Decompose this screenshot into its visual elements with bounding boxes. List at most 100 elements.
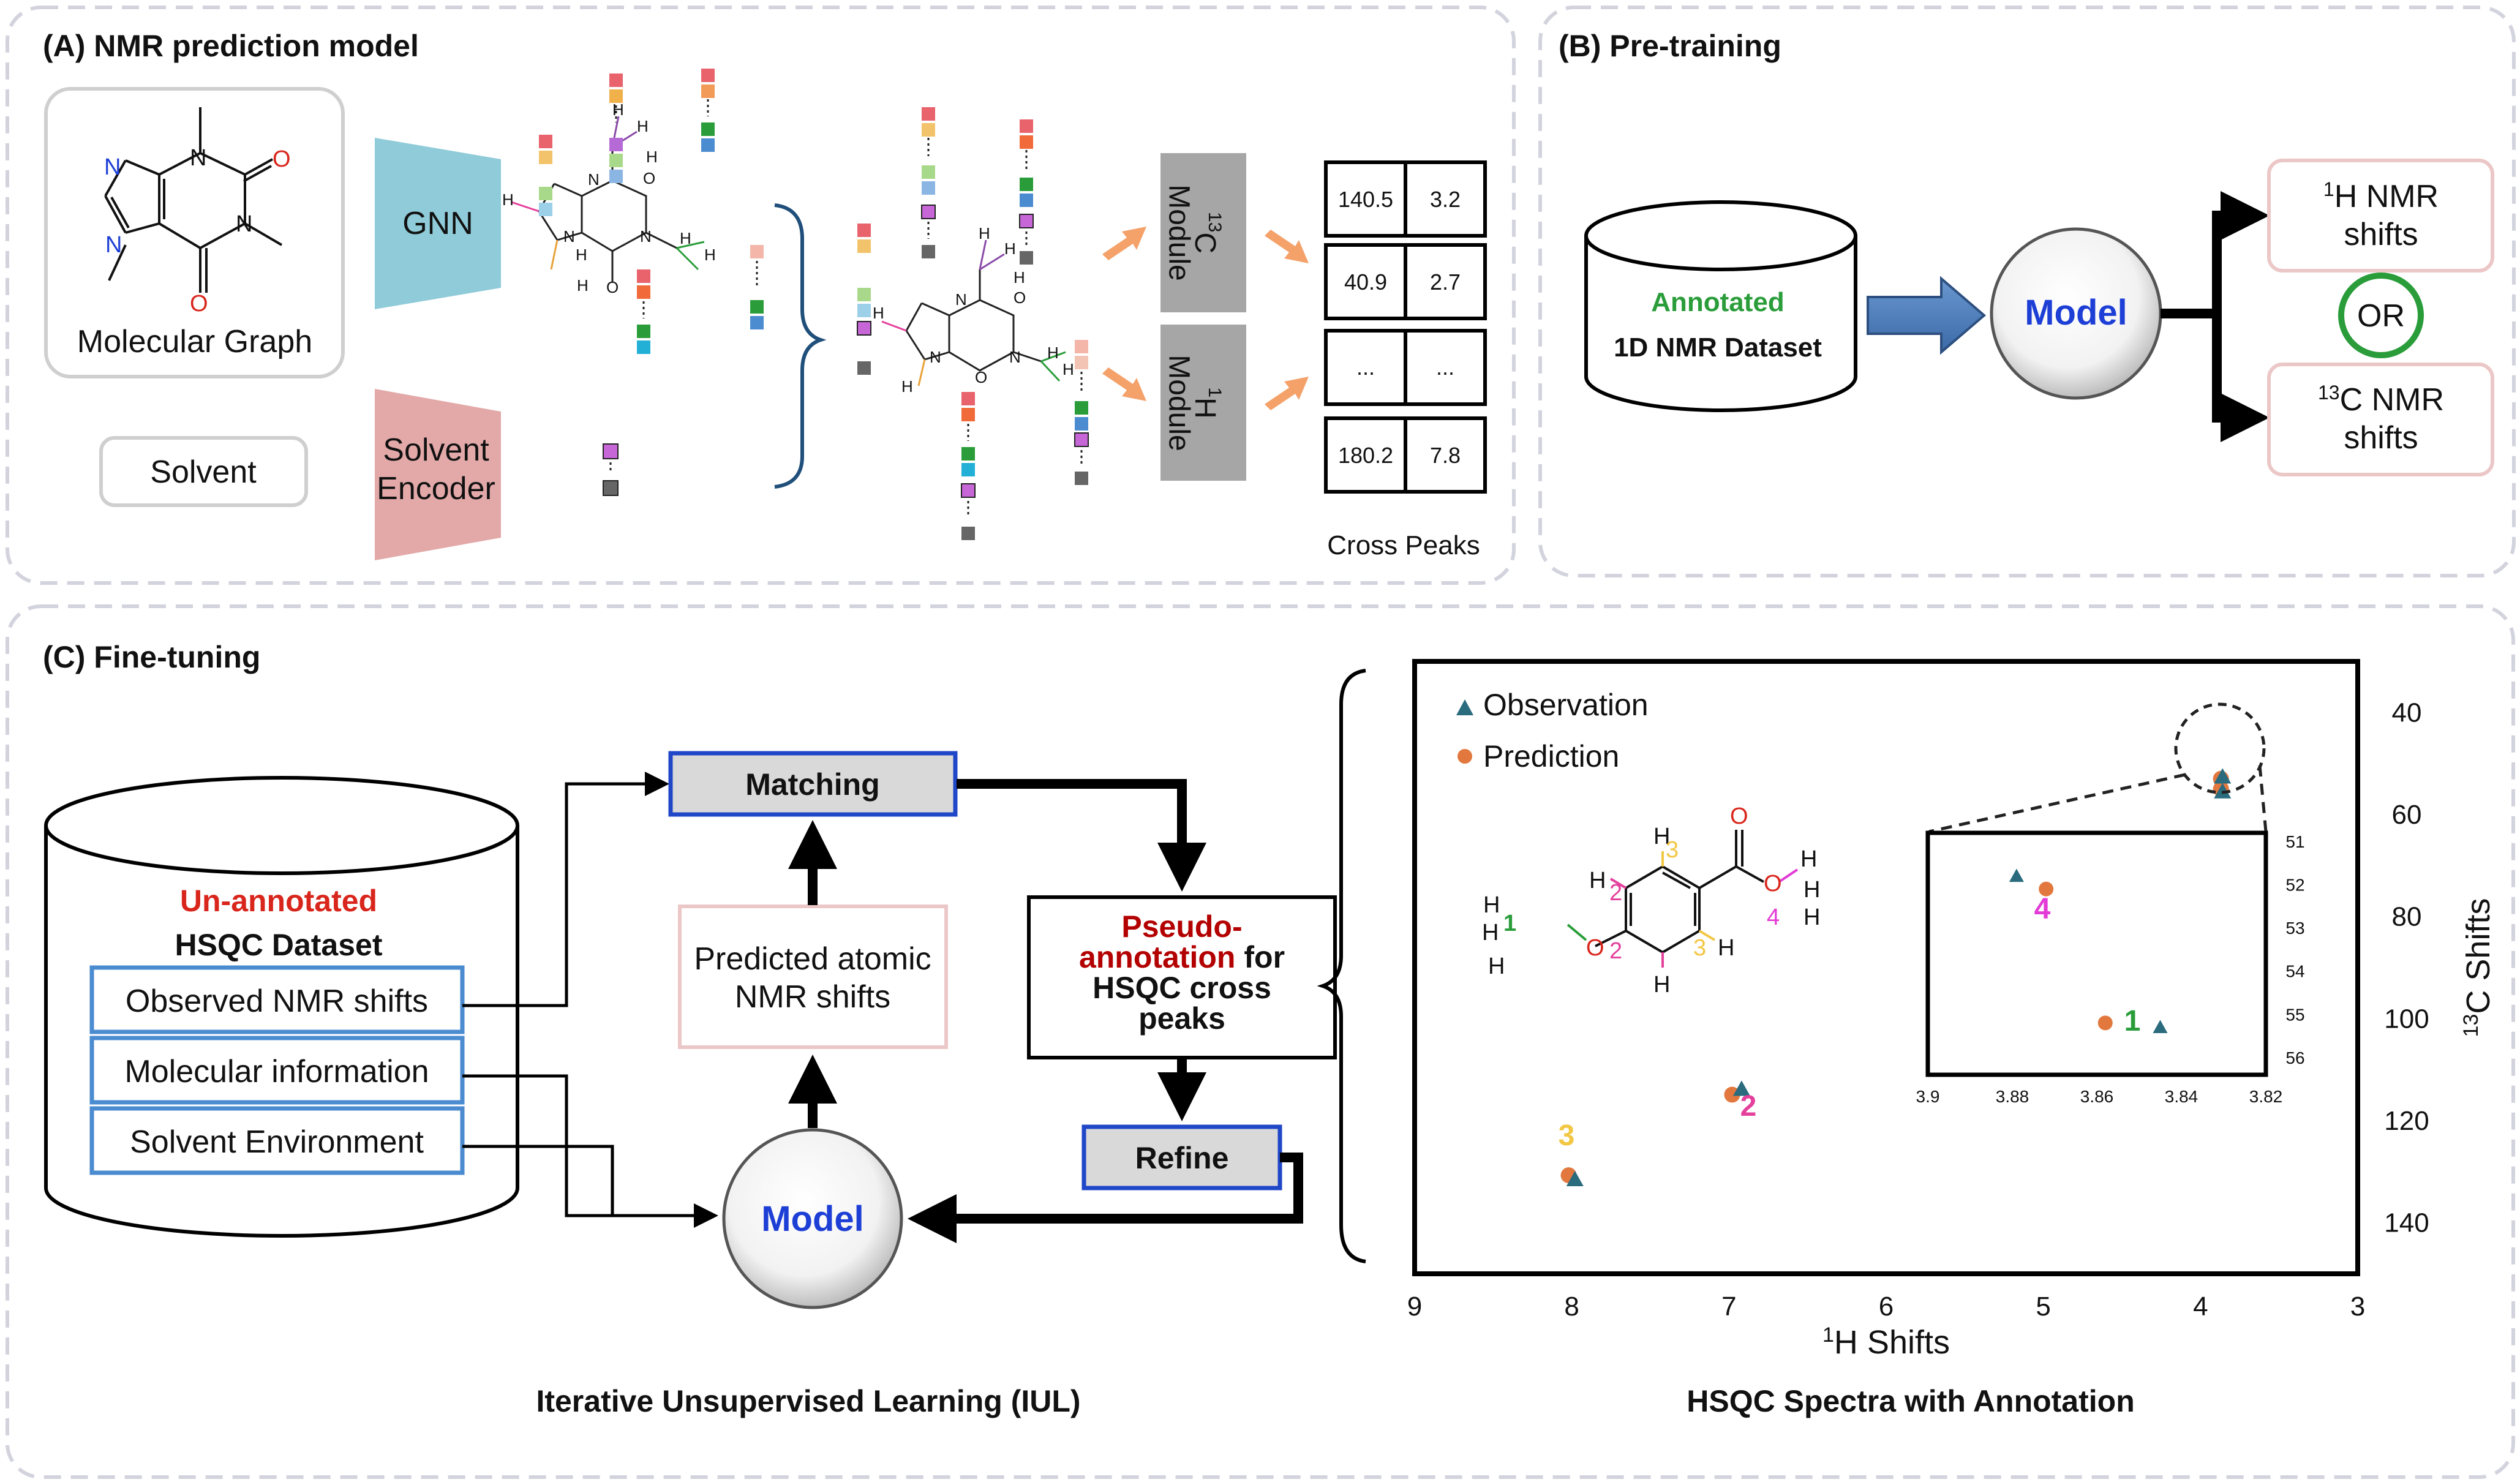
observation-point: [2214, 783, 2232, 799]
svg-text:H: H: [1004, 239, 1016, 258]
unannotated-label: Un-annotated: [180, 884, 377, 918]
c-module-block: 13C Module: [1160, 153, 1246, 312]
panel-c-frame: [6, 604, 2515, 1479]
inset-plot-area: [1925, 830, 2268, 1077]
feature-stacks-2: [857, 107, 1089, 540]
x-tick-label: 6: [1879, 1292, 1894, 1322]
svg-text:H: H: [1014, 268, 1025, 287]
svg-text:H: H: [1483, 892, 1500, 918]
y-tick-label: 80: [2392, 902, 2422, 932]
pseudo-label-3: HSQC cross: [1093, 971, 1271, 1005]
refine-label: Refine: [1135, 1141, 1229, 1175]
x-tick-label: 5: [2036, 1292, 2050, 1322]
y-tick-label: 140: [2384, 1208, 2429, 1238]
legend-prediction-marker: [1457, 749, 1472, 764]
observation-point: [1732, 1080, 1750, 1096]
h-nmr-shifts: shifts: [2344, 217, 2418, 252]
zoom-circle: [2174, 702, 2266, 794]
atom-n1: N: [190, 145, 206, 171]
hsqc-dataset-cylinder: Un-annotated HSQC Dataset Observed NMR s…: [44, 776, 519, 1238]
c-module-sup: 13: [1205, 212, 1225, 232]
svg-text:annotation for: annotation for: [1079, 940, 1285, 974]
svg-text:N: N: [588, 170, 600, 189]
molecular-info-box: [89, 1036, 465, 1105]
hsqc-dataset-label: HSQC Dataset: [175, 928, 383, 962]
gnn-label: GNN: [402, 206, 473, 241]
dataset-label: 1D NMR Dataset: [1614, 333, 1822, 363]
svg-text:O: O: [1014, 288, 1026, 307]
orange-arrows: [1102, 227, 1309, 410]
blue-arrow-icon: [1867, 276, 1987, 355]
svg-text:H: H: [873, 304, 884, 322]
inset-y-tick-label: 55: [2285, 1005, 2304, 1024]
y-axis-label-sup: 13: [2459, 1014, 2483, 1037]
inset-points: [2009, 868, 2168, 1034]
svg-text:H: H: [576, 246, 587, 264]
inset-x-tick-label: 3.88: [1996, 1087, 2029, 1106]
table-cell: 2.7: [1430, 269, 1461, 295]
model-sphere-b: Model: [1990, 227, 2162, 400]
svg-text:H: H: [637, 117, 649, 135]
svg-text:H: H: [1063, 360, 1074, 378]
atom-o6: O: [190, 291, 208, 317]
svg-text:H: H: [502, 190, 514, 209]
svg-text:H: H: [680, 229, 691, 247]
svg-text:N: N: [1009, 348, 1021, 366]
observed-shifts-box: [89, 965, 465, 1034]
panel-b-title: (B) Pre-training: [1559, 29, 1781, 63]
svg-text:H: H: [901, 377, 913, 396]
svg-text:2: 2: [1609, 880, 1622, 906]
observation-point: [2214, 768, 2232, 784]
table-cell: 7.8: [1430, 443, 1461, 468]
solvent-box: Solvent: [99, 436, 308, 507]
x-tick-label: 7: [1721, 1292, 1736, 1322]
table-cell: 140.5: [1338, 187, 1393, 212]
svg-text:H: H: [1488, 954, 1505, 979]
observation-point: [1566, 1170, 1584, 1187]
atom-n9: N: [105, 232, 122, 258]
molecular-info-label: Molecular information: [124, 1054, 429, 1089]
svg-text:H: H: [612, 100, 624, 119]
inset-observation-point: [2153, 1020, 2168, 1034]
table-cell: ...: [1436, 355, 1454, 380]
solvent-encoder-label-2: Encoder: [377, 471, 495, 506]
svg-text:1H NMR: 1H NMR: [2323, 178, 2439, 214]
inset-label-4: 4: [2034, 893, 2051, 925]
legend-prediction-label: Prediction: [1483, 739, 1619, 773]
h-nmr-shifts-box: 1H NMR shifts: [2267, 159, 2494, 273]
iul-caption: Iterative Unsupervised Learning (IUL): [536, 1384, 1080, 1418]
molecular-graph-label: Molecular Graph: [77, 324, 312, 359]
svg-text:H: H: [577, 276, 589, 295]
x-tick-label: 4: [2193, 1292, 2208, 1322]
svg-text:H: H: [1800, 846, 1817, 872]
inset-x-tick-label: 3.9: [1916, 1087, 1940, 1106]
fork-arrows: [2161, 191, 2270, 442]
h-nmr-sup: 1: [2323, 178, 2334, 200]
atom-n7: N: [104, 154, 121, 180]
inset-y-tick-label: 56: [2285, 1048, 2304, 1067]
pseudo-label-2: annotation: [1079, 940, 1236, 974]
pseudo-label-4: peaks: [1138, 1001, 1225, 1036]
cross-peaks-table: 140.5 3.2 40.9 2.7 ... ... 180.2 7.8: [1324, 160, 1487, 494]
h-module-block: 1H Module: [1160, 325, 1246, 481]
molecular-graph-box: N N N N O O Molecular Graph: [44, 87, 345, 378]
inset-y-tick-label: 54: [2285, 962, 2304, 981]
svg-text:H: H: [646, 148, 658, 166]
point-label-2: 2: [1740, 1090, 1757, 1123]
svg-text:O: O: [1730, 803, 1748, 829]
c-nmr-shifts-box: 13C NMR shifts: [2267, 363, 2494, 476]
annotated-dataset-cylinder: Annotated 1D NMR Dataset: [1584, 200, 1857, 412]
chart-bracket: [1317, 669, 1366, 1263]
svg-text:N: N: [640, 227, 652, 246]
svg-text:2: 2: [1609, 938, 1622, 964]
table-cell: 40.9: [1344, 269, 1387, 295]
c-nmr-shifts: shifts: [2344, 420, 2418, 456]
x-tick-label: 3: [2350, 1292, 2365, 1322]
table-cell: 180.2: [1338, 443, 1393, 468]
model-label-b: Model: [2025, 293, 2127, 333]
svg-text:1: 1: [1503, 911, 1516, 936]
svg-text:H: H: [704, 246, 716, 264]
